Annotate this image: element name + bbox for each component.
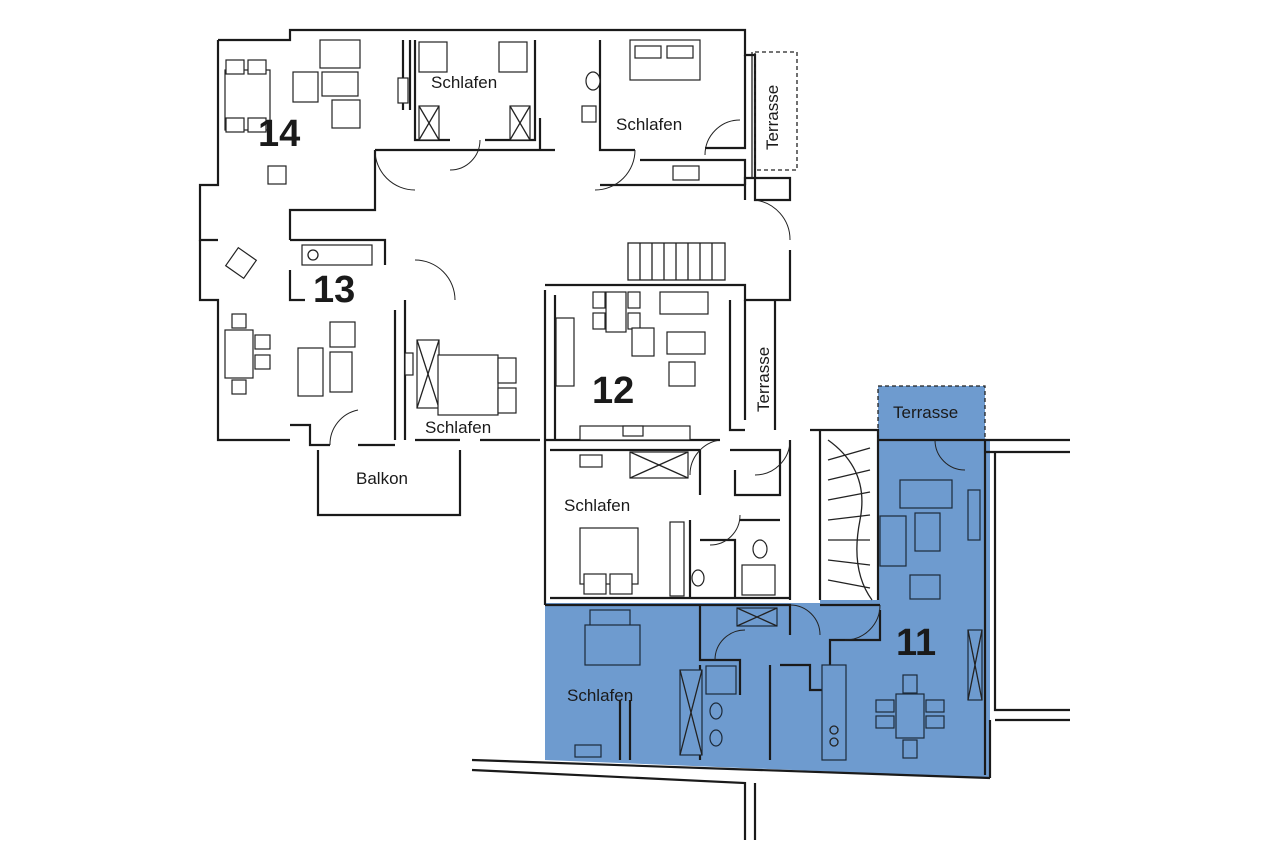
unit-13: 13 Schlafen Balkon (198, 238, 540, 517)
room-label-schlafen: Schlafen (616, 115, 682, 134)
unit-12-number: 12 (592, 370, 634, 412)
unit-11: 11 Terrasse Schlafen (545, 385, 987, 775)
stair-upper (545, 199, 792, 302)
room-label-schlafen: Schlafen (431, 73, 497, 92)
room-label-schlafen: Schlafen (425, 418, 491, 437)
room-label-terrasse: Terrasse (763, 85, 782, 150)
room-label-balkon: Balkon (356, 469, 408, 488)
stair-lower (810, 428, 880, 601)
unit-13-number: 13 (313, 269, 355, 311)
unit-11-number: 11 (896, 622, 936, 664)
room-label-schlafen: Schlafen (567, 686, 633, 705)
context-walls (471, 438, 1070, 840)
unit-12: 12 Terrasse Schlafen (543, 290, 792, 605)
room-label-terrasse: Terrasse (754, 347, 773, 412)
unit-14-number: 14 (258, 113, 300, 155)
unit-14: 14 Schlafen Schlafen Terrasse (198, 28, 798, 242)
room-label-schlafen: Schlafen (564, 496, 630, 515)
room-label-terrasse: Terrasse (893, 403, 958, 422)
